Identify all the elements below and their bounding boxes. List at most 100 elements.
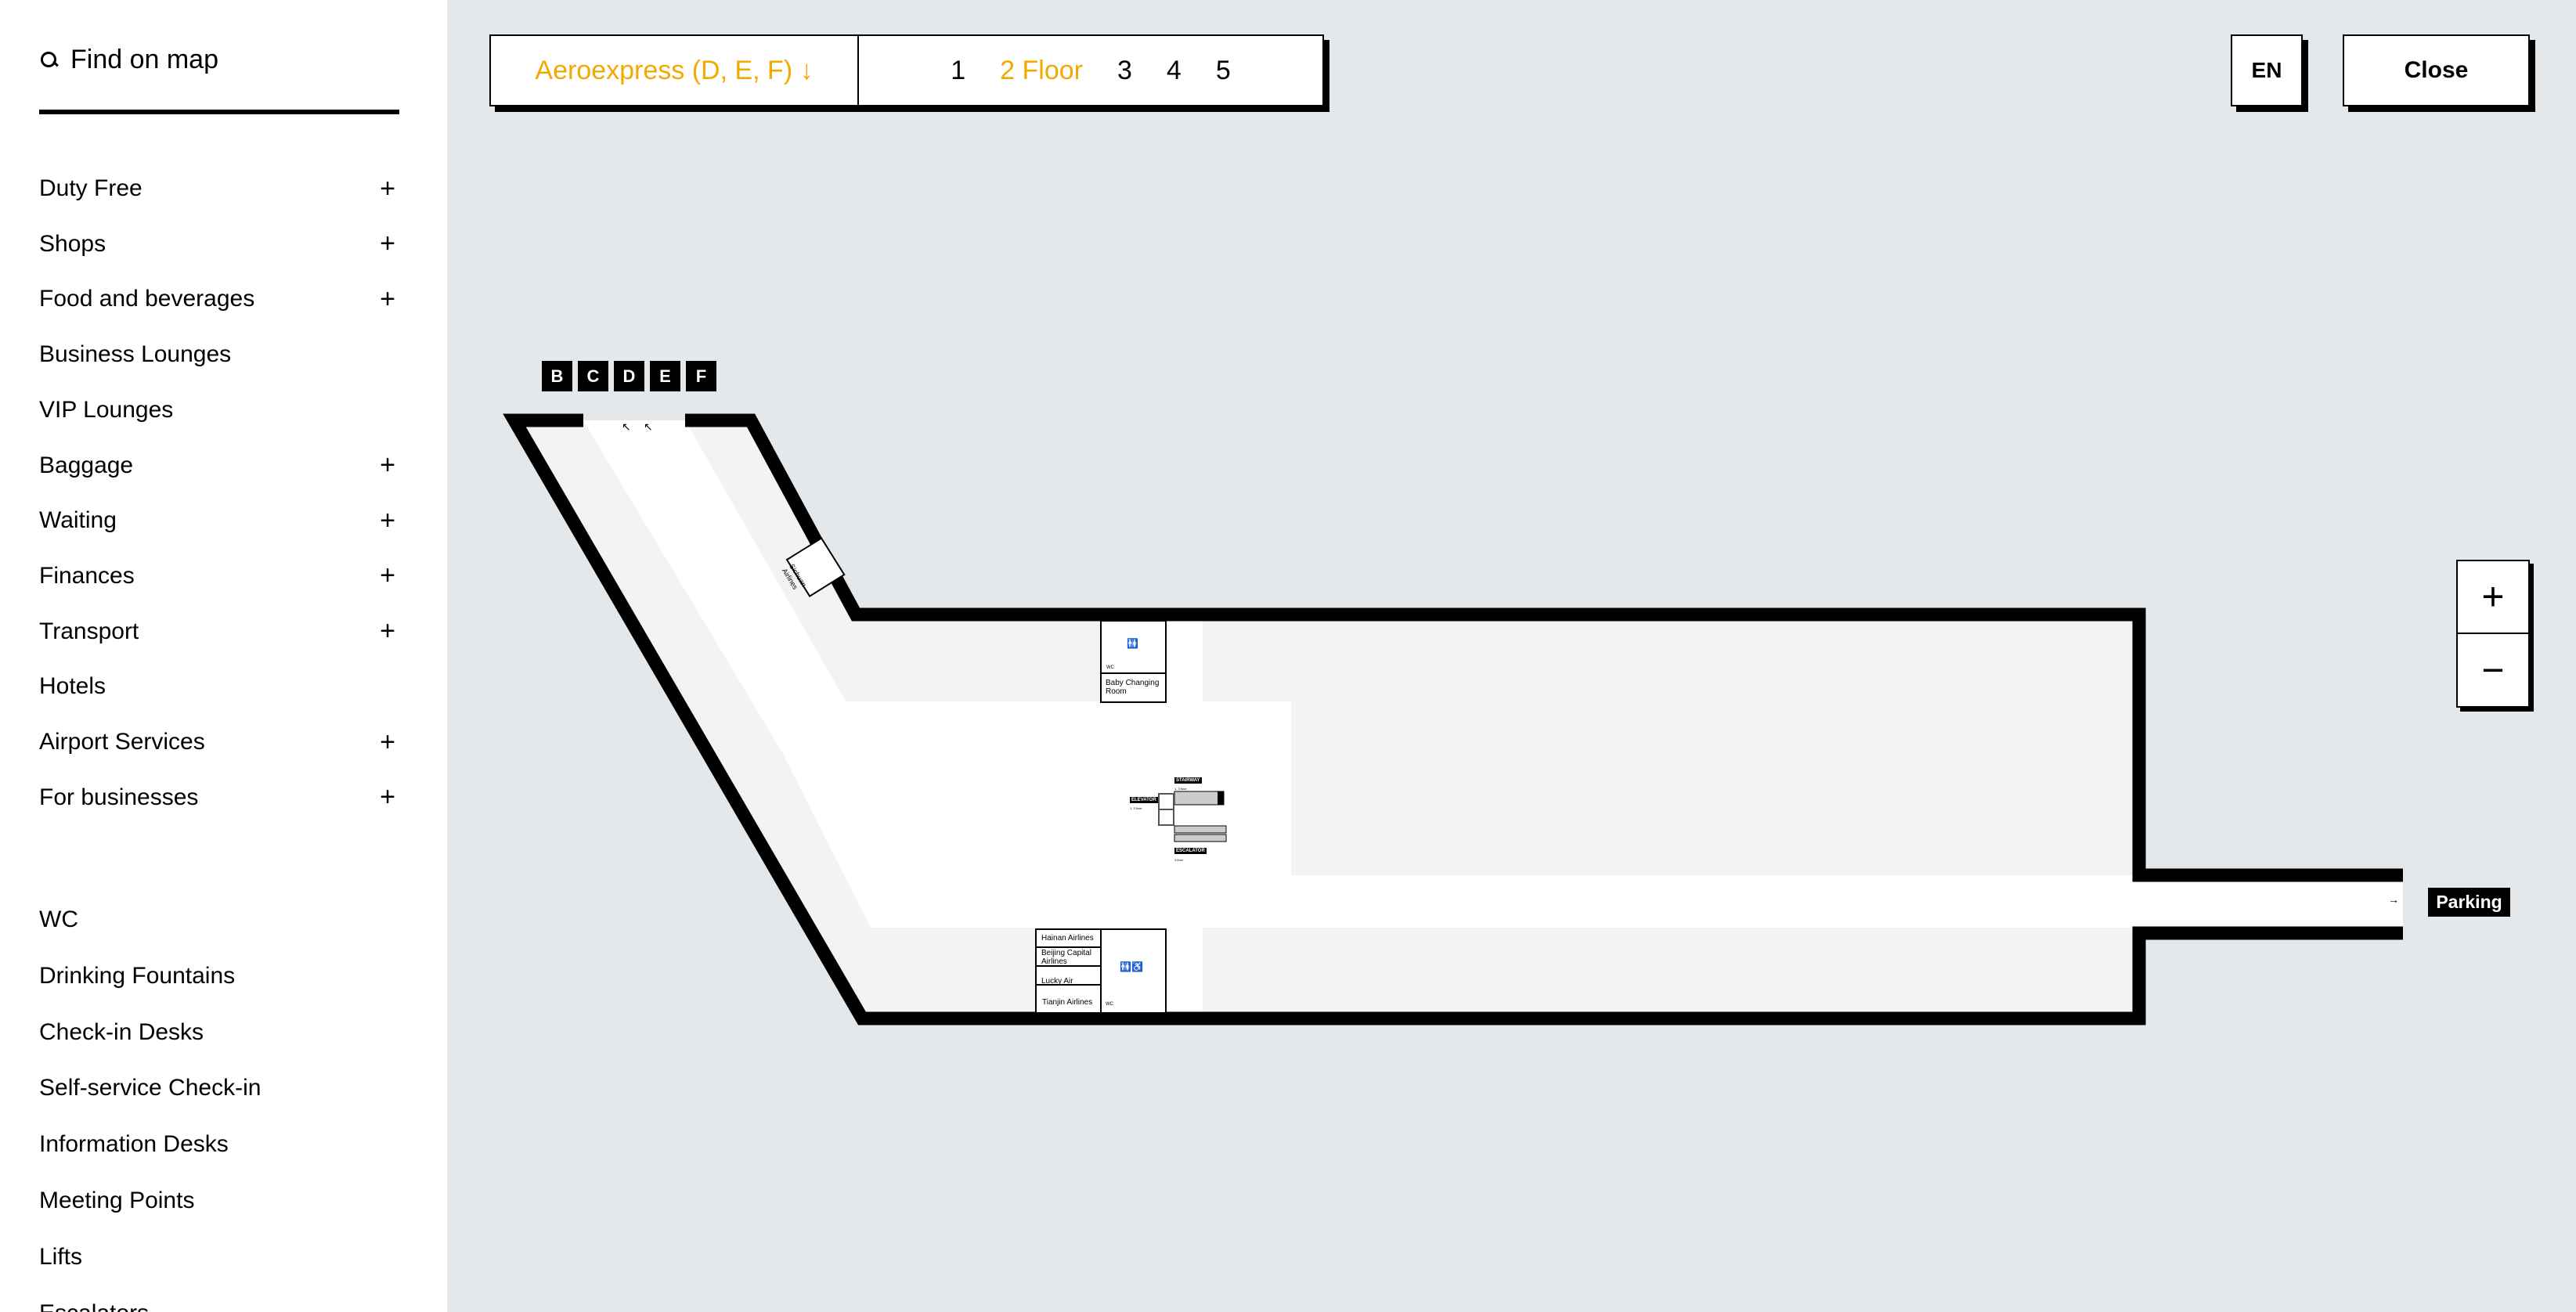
baby-changing-label: Baby Changing Room	[1106, 679, 1160, 696]
search-icon	[39, 44, 63, 75]
floor-tab-4[interactable]: 4	[1166, 55, 1182, 85]
sidebar-item-label: Waiting	[39, 507, 117, 534]
sidebar-item-label: Business Lounges	[39, 341, 232, 368]
gate-f[interactable]: F	[686, 361, 716, 391]
sidebar-item-vip-lounges[interactable]: VIP Lounges	[39, 391, 399, 430]
wc-accessible-icon: 🚻♿	[1120, 961, 1143, 972]
sidebar-item-label: Self-service Check-in	[39, 1075, 262, 1101]
sidebar-item-label: Food and beverages	[39, 286, 255, 312]
entrance-arrow-icon: ↖	[644, 420, 653, 433]
sidebar-item-label: Meeting Points	[39, 1188, 195, 1213]
airline-desk-label: Lucky Air	[1041, 977, 1073, 986]
stairway-icon[interactable]	[1174, 791, 1225, 806]
sidebar: Find on map Duty Free+Shops+Food and bev…	[0, 0, 447, 1312]
sidebar-item-shops[interactable]: Shops +	[39, 225, 399, 264]
elevator-tag: ELEVATOR	[1130, 797, 1158, 803]
wc-label: WC	[1106, 1002, 1113, 1007]
sidebar-item-information-desks[interactable]: Information Desks	[39, 1125, 399, 1164]
sidebar-item-escalators[interactable]: Escalators	[39, 1294, 399, 1312]
wc-label: WC	[1106, 665, 1114, 670]
sidebar-item-meeting-points[interactable]: Meeting Points	[39, 1181, 399, 1220]
airline-desk-label: Beijing Capital Airlines	[1041, 949, 1091, 966]
sidebar-item-waiting[interactable]: Waiting +	[39, 501, 399, 540]
gate-c[interactable]: C	[578, 361, 608, 391]
sidebar-item-label: For businesses	[39, 784, 199, 810]
zoom-out-button[interactable]: −	[2481, 647, 2505, 692]
plus-icon[interactable]: +	[380, 450, 395, 480]
sidebar-item-label: Baggage	[39, 452, 134, 478]
sichuan-airlines-desk[interactable]	[785, 537, 846, 598]
plus-icon[interactable]: +	[380, 283, 395, 314]
sidebar-item-label: Finances	[39, 562, 135, 589]
sidebar-item-business-lounges[interactable]: Business Lounges	[39, 335, 399, 374]
wc-icon: 🚻	[1127, 638, 1138, 649]
find-on-map-search[interactable]: Find on map	[39, 39, 399, 114]
walkway-diagonal	[583, 420, 2403, 928]
stairway-sub: 1, 3 floor	[1174, 787, 1187, 791]
sidebar-item-label: WC	[39, 907, 78, 932]
sidebar-item-duty-free[interactable]: Duty Free +	[39, 169, 399, 208]
zoom-in-button[interactable]: +	[2458, 561, 2528, 634]
search-label: Find on map	[70, 45, 218, 74]
close-button[interactable]: Close	[2343, 34, 2530, 106]
arrow-right-icon: →	[2388, 893, 2399, 906]
sidebar-item-label: Escalators	[39, 1300, 149, 1312]
sidebar-item-transport[interactable]: Transport +	[39, 612, 399, 651]
plus-icon[interactable]: +	[380, 726, 395, 757]
parking-label[interactable]: Parking	[2428, 888, 2510, 917]
airline-desk-label: Hainan Airlines	[1041, 934, 1094, 943]
terminal-dropdown[interactable]: Aeroexpress (D, E, F) ↓	[491, 36, 859, 105]
escalator-sub: 3 floor	[1174, 858, 1184, 862]
escalator-icon[interactable]	[1174, 825, 1227, 842]
stairway-tag: STAIRWAY	[1174, 777, 1202, 784]
plus-icon[interactable]: +	[380, 505, 395, 535]
airline-desk-label: Tianjin Airlines	[1042, 998, 1093, 1007]
sidebar-item-drinking-fountains[interactable]: Drinking Fountains	[39, 957, 399, 996]
floor-tab-5[interactable]: 5	[1215, 55, 1231, 85]
sidebar-item-finances[interactable]: Finances +	[39, 557, 399, 596]
airline-desks[interactable]	[1035, 928, 1167, 1014]
sidebar-item-label: VIP Lounges	[39, 396, 174, 423]
escalator-tag: ESCALATOR	[1174, 848, 1207, 854]
floor-tab-1[interactable]: 1	[951, 55, 966, 85]
sidebar-item-for-businesses[interactable]: For businesses +	[39, 778, 399, 817]
sidebar-item-label: Airport Services	[39, 729, 205, 755]
sidebar-item-label: Drinking Fountains	[39, 962, 236, 989]
sidebar-item-wc[interactable]: WC	[39, 900, 399, 939]
sidebar-item-label: Shops	[39, 230, 106, 257]
gate-b[interactable]: B	[542, 361, 572, 391]
floor-tabs: 1 2 Floor 3 4 5	[859, 56, 1322, 86]
floor-tab-3[interactable]: 3	[1117, 55, 1132, 85]
floor-selector-bar: Aeroexpress (D, E, F) ↓ 1 2 Floor 3 4 5	[489, 34, 1324, 106]
sidebar-item-hotels[interactable]: Hotels	[39, 667, 399, 706]
terminal-wall	[503, 413, 2403, 1025]
elevator-icon[interactable]	[1158, 793, 1174, 826]
plus-icon[interactable]: +	[380, 616, 395, 647]
sidebar-item-food-and-beverages[interactable]: Food and beverages +	[39, 279, 399, 319]
gate-e[interactable]: E	[650, 361, 680, 391]
plus-icon[interactable]: +	[380, 173, 395, 204]
sidebar-item-label: Transport	[39, 618, 139, 644]
sidebar-item-label: Information Desks	[39, 1131, 229, 1158]
gate-d[interactable]: D	[614, 361, 644, 391]
plus-icon[interactable]: +	[380, 782, 395, 813]
sidebar-item-baggage[interactable]: Baggage +	[39, 446, 399, 485]
walkway-main	[583, 420, 877, 928]
sidebar-item-check-in-desks[interactable]: Check-in Desks	[39, 1013, 399, 1052]
wc-north[interactable]	[1100, 620, 1167, 703]
sidebar-item-self-service-check-in[interactable]: Self-service Check-in	[39, 1069, 399, 1108]
sidebar-item-lifts[interactable]: Lifts	[39, 1238, 399, 1277]
sidebar-item-label: Duty Free	[39, 175, 143, 201]
sidebar-item-label: Hotels	[39, 673, 106, 700]
plus-icon[interactable]: +	[380, 560, 395, 591]
floor-tab-2[interactable]: 2 Floor	[1000, 55, 1083, 85]
zoom-controls: + −	[2456, 560, 2530, 708]
sidebar-item-label: Lifts	[39, 1243, 83, 1270]
language-button[interactable]: EN	[2231, 34, 2303, 106]
sidebar-item-airport-services[interactable]: Airport Services +	[39, 723, 399, 762]
sidebar-item-label: Check-in Desks	[39, 1018, 204, 1045]
entrance-arrow-icon: ↖	[622, 420, 631, 433]
plus-icon[interactable]: +	[380, 229, 395, 259]
walkway-center	[1101, 701, 1291, 875]
